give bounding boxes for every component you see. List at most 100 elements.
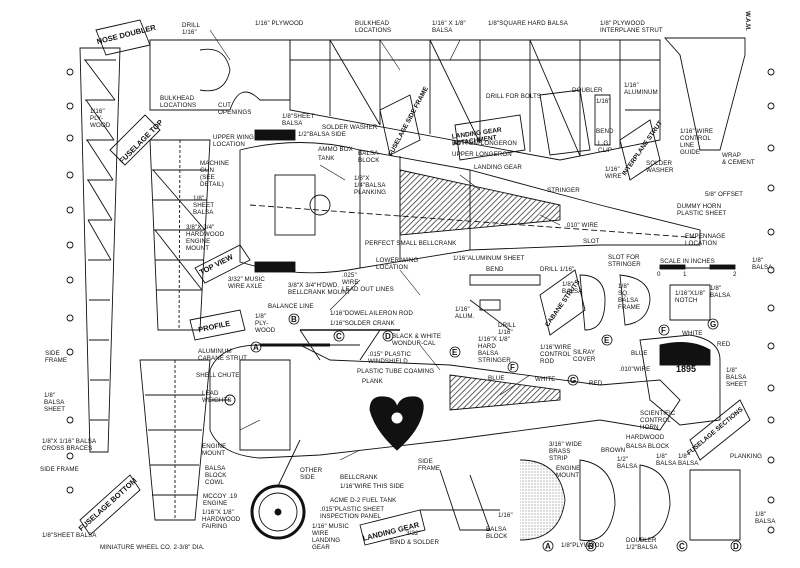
label-wire-010: .010" WIRE — [565, 222, 599, 229]
label-slot-stringer: SLOT FOR STRINGER — [608, 254, 641, 268]
label-landing-gear: LANDING GEAR — [474, 164, 522, 171]
label-control-line-guide: 1/16" WIRE CONTROL LINE GUIDE — [680, 128, 714, 156]
label-wrap-cement: WRAP & CEMENT — [722, 152, 755, 166]
section-d-2: D — [733, 542, 739, 551]
label-notch: 1/16"X1/8" NOTCH — [675, 290, 706, 304]
scale-bar — [659, 264, 736, 270]
label-shell-chute: SHELL CHUTE — [196, 372, 240, 379]
label-wire-1-16: 1/16" WIRE — [605, 166, 622, 180]
section-e: E — [452, 348, 458, 357]
label-control-rod: 1/16"WIRE CONTROL ROD — [540, 344, 572, 365]
label-cross-braces: 1/8"X 1/16" BALSA CROSS BRACES — [42, 438, 97, 452]
label-drill-c: DRILL 1/16" — [498, 322, 517, 336]
cabane-strut-part — [469, 274, 541, 331]
label-balsa-block-2: BALSA BLOCK — [486, 526, 508, 540]
fuselage-side-frame — [79, 47, 121, 453]
label-engine-mount: 3/8"X 3/4" HARDWOOD ENGINE MOUNT — [186, 224, 225, 252]
label-plank: PLANK — [362, 378, 383, 385]
label-hard-balsa-stringer: 1/16"X 1/8" HARD BALSA STRINGER — [478, 336, 511, 364]
label-planking: 1/8"X 1/4"BALSA PLANKING — [354, 175, 387, 196]
label-upper-longeron: UPPER LONGERON — [452, 151, 512, 158]
scale-2: 2 — [733, 271, 737, 278]
label-fuel-tank: ACME D-2 FUEL TANK — [330, 497, 397, 504]
label-side-frame-mid: SIDE FRAME — [418, 458, 441, 472]
label-blue: BLUE — [488, 375, 505, 382]
label-side-frame-left2: SIDE FRAME — [40, 466, 79, 473]
side-frame-top — [289, 39, 661, 161]
label-sheet-balsa: 1/8"SHEET BALSA — [282, 113, 315, 127]
designer-initials: W.A.M. — [743, 11, 750, 31]
label-cabane-strut: ALUMINUM CABANE STRUT — [198, 348, 247, 362]
label-bellcrank-perfect: PERFECT SMALL BELLCRANK — [365, 240, 457, 247]
label-bend: BEND — [596, 128, 614, 135]
label-balsa-sheet: 1/8" BALSA SHEET — [726, 367, 748, 388]
landing-gear-attachment-detail — [539, 89, 660, 156]
label-drill-b: DRILL 1/16" — [540, 266, 575, 273]
label-wondurcal: BLACK & WHITE WONDUR-CAL — [392, 333, 442, 347]
label-hardwood: HARDWOOD — [626, 434, 665, 441]
section-f: F — [510, 363, 515, 372]
label-alum: 1/16" ALUM. — [455, 306, 475, 320]
label-balsa-strip: 1/16" X 1/8" BALSA — [432, 20, 466, 34]
label-scale: SCALE IN INCHES — [660, 258, 715, 265]
label-balsa-d: 1/8" BALSA — [656, 453, 677, 467]
label-ply-side: 1/16" PLY- WOOD — [90, 108, 111, 129]
section-f-2: F — [661, 326, 666, 335]
label-brass-strip: 3/16" WIDE BRASS STRIP — [549, 441, 583, 462]
nose-doubler-part — [149, 39, 291, 111]
label-engine: McCOY .19 ENGINE — [203, 493, 238, 507]
section-g-2: G — [710, 320, 717, 329]
label-wire-this-side: 1/16"WIRE THIS SIDE — [340, 483, 405, 490]
label-balsa-f: 1/8" BALSA — [755, 511, 776, 525]
label-sheet-balsa-left: 1/8" SHEET BALSA — [193, 195, 215, 216]
label-red-2: RED — [589, 380, 603, 387]
label-lead-weights: LEAD WEIGHTS — [202, 390, 232, 404]
label-doubler: DOUBLER — [572, 87, 603, 94]
section-c: C — [336, 332, 342, 341]
label-inspection-panel: .015"PLASTIC SHEET INSPECTION PANEL — [320, 506, 385, 520]
label-other-side: OTHER SIDE — [300, 467, 323, 481]
label-dummy-horn: DUMMY HORN PLASTIC SHEET — [677, 203, 727, 217]
label-engine-mount-2: ENGINE MOUNT — [202, 443, 227, 457]
label-half-balsa: 1/2" BALSA — [617, 456, 638, 470]
label-fairing: 1/16"X 1/8" HARDWOOD FAIRING — [202, 509, 241, 530]
label-red: RED — [717, 341, 731, 348]
label-white-2: WHITE — [682, 330, 703, 337]
label-dim-1-16b: 1/16" — [498, 512, 513, 519]
label-lead-out: .025" WIRE LEAD OUT LINES — [342, 272, 394, 293]
label-balsa-c: 1/8" BALSA — [710, 285, 731, 299]
label-lower-wing: LOWER WING LOCATION — [376, 257, 419, 271]
fuselage-sections — [519, 274, 741, 541]
label-balsa-right: 1/8" BALSA — [752, 257, 773, 271]
section-c-2: C — [679, 542, 685, 551]
tail-rudder — [639, 334, 721, 426]
label-solder-washer-2: SOLDER WASHER — [646, 160, 674, 174]
interplane-strut-part — [664, 37, 746, 151]
label-offset: 5/8" OFFSET — [705, 191, 744, 198]
label-drill: DRILL 1/16" — [182, 22, 201, 36]
label-bend-2: BEND — [486, 266, 504, 273]
label-brown: BROWN — [601, 447, 626, 454]
label-bulkhead-left: BULKHEAD LOCATIONS — [160, 95, 197, 109]
label-balsa-side: 1/2"BALSA SIDE — [298, 131, 346, 138]
skull-insignia — [369, 396, 424, 451]
label-machine-gun: MACHINE GUN (SEE DETAIL) — [200, 160, 230, 188]
label-ammo-box: AMMO BOX — [318, 146, 353, 153]
registration-marks-right — [767, 68, 775, 534]
label-interplane-ply: 1/8" PLYWOOD INTERPLANE STRUT — [600, 20, 663, 34]
label-bind-solder: BIND & SOLDER — [390, 539, 440, 546]
label-balsa-block: BALSA BLOCK — [358, 150, 380, 164]
label-plywood-bottom: 1/8"PLYWOOD — [561, 542, 605, 549]
leader-lines — [209, 29, 561, 461]
label-cowl: BALSA BLOCK COWL — [205, 465, 227, 486]
label-gear-wire: 1/16" MUSIC WIRE LANDING GEAR — [312, 523, 349, 551]
label-dim-3-32: 3/32" — [406, 530, 421, 537]
roundel-letter: N — [660, 350, 671, 366]
label-balsa-e: 1/8" BALSA — [678, 453, 699, 467]
label-bellcrank: BELLCRANK — [340, 474, 378, 481]
label-blue-2: BLUE — [631, 350, 648, 357]
label-solder-washer: SOLDER WASHER — [322, 124, 378, 131]
serial-number: 1895 — [676, 364, 697, 374]
scale-0: 0 — [657, 271, 661, 278]
